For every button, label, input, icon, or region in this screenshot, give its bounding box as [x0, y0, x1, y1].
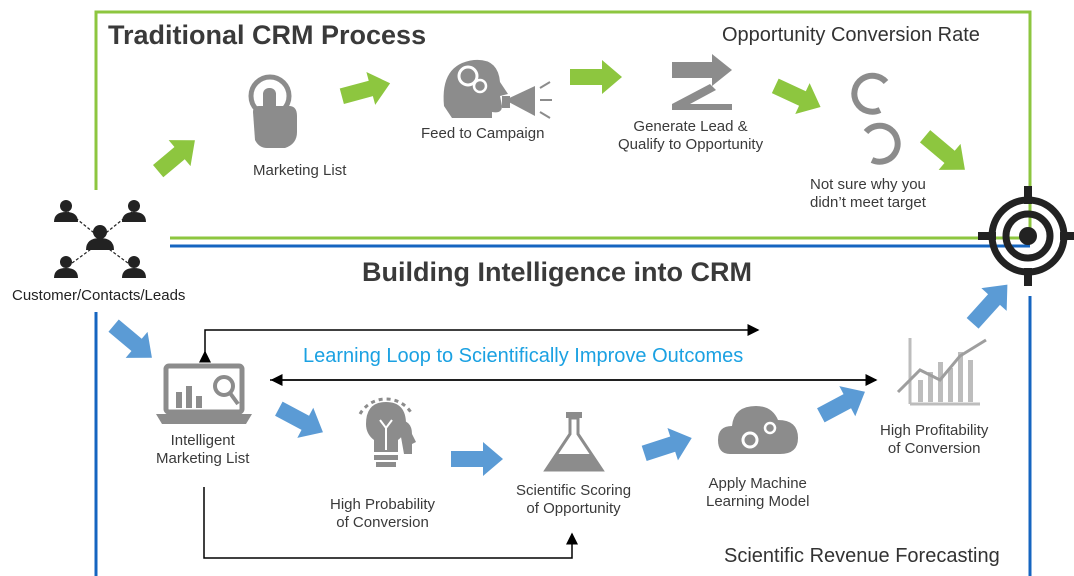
- blue-arrow-4: [641, 427, 692, 462]
- building-intelligence-title: Building Intelligence into CRM: [362, 257, 752, 287]
- green-arrow-1: [153, 140, 195, 178]
- generate-lead-line-1: Generate Lead &: [633, 118, 748, 135]
- not-sure-line-2: didn’t meet target: [810, 194, 926, 211]
- profit-line-1: High Profitability: [880, 422, 989, 439]
- generate-lead-label: Generate Lead & Qualify to Opportunity: [618, 118, 763, 154]
- blue-arrow-3: [451, 442, 503, 476]
- high-profitability-label: High Profitability of Conversion: [880, 422, 988, 458]
- chain-link-icon: [851, 72, 901, 165]
- blue-arrow-2: [275, 401, 323, 438]
- generate-lead-line-2: Qualify to Opportunity: [618, 136, 764, 153]
- not-sure-label: Not sure why you didn’t meet target: [810, 176, 926, 212]
- machine-learning-label: Apply Machine Learning Model: [706, 475, 809, 511]
- blue-arrow-1: [108, 319, 152, 358]
- green-arrow-2: [339, 72, 391, 105]
- opportunity-conversion-rate: Opportunity Conversion Rate: [722, 24, 980, 46]
- ml-line-2: Learning Model: [706, 493, 810, 510]
- learning-loop-connectors: [199, 324, 878, 559]
- blue-arrow-6: [966, 284, 1008, 329]
- brain-megaphone-icon: [443, 59, 552, 119]
- network-people-icon: [54, 200, 146, 278]
- blue-arrow-5: [817, 386, 865, 423]
- not-sure-line-1: Not sure why you: [810, 176, 926, 193]
- target-icon: [978, 186, 1074, 286]
- lightbulb-head-icon: [358, 397, 416, 467]
- flask-icon: [543, 412, 605, 472]
- ml-line-1: Apply Machine: [708, 475, 807, 492]
- hand-touch-icon: [248, 74, 297, 148]
- cloud-gears-icon: [718, 406, 798, 454]
- growth-chart-icon: [896, 338, 987, 406]
- high-prob-line-2: of Conversion: [336, 514, 429, 531]
- marketing-list-label: Marketing List: [253, 162, 347, 179]
- scientific-scoring-label: Scientific Scoring of Opportunity: [516, 482, 631, 518]
- scientific-revenue-forecasting: Scientific Revenue Forecasting: [724, 545, 1000, 567]
- merge-arrows-icon: [672, 54, 732, 110]
- green-arrow-3: [570, 60, 622, 94]
- laptop-chart-icon: [156, 363, 252, 424]
- customer-contacts-leads-label: Customer/Contacts/Leads: [12, 287, 186, 304]
- scoring-line-2: of Opportunity: [526, 500, 621, 517]
- traditional-frame: [94, 10, 1032, 240]
- profit-line-2: of Conversion: [887, 440, 981, 457]
- intelligent-line-2: Marketing List: [156, 450, 250, 467]
- high-probability-label: High Probability of Conversion: [330, 496, 435, 532]
- intelligent-line-1: Intelligent: [170, 432, 235, 449]
- feed-campaign-label: Feed to Campaign: [421, 125, 545, 142]
- scoring-line-1: Scientific Scoring: [516, 482, 632, 499]
- high-prob-line-1: High Probability: [330, 496, 436, 513]
- green-arrow-4: [771, 78, 821, 114]
- intelligent-marketing-list-label: Intelligent Marketing List: [156, 432, 249, 468]
- green-arrow-5: [919, 130, 965, 170]
- learning-loop-label: Learning Loop to Scientifically Improve …: [303, 345, 744, 367]
- traditional-crm-title: Traditional CRM Process: [108, 20, 427, 50]
